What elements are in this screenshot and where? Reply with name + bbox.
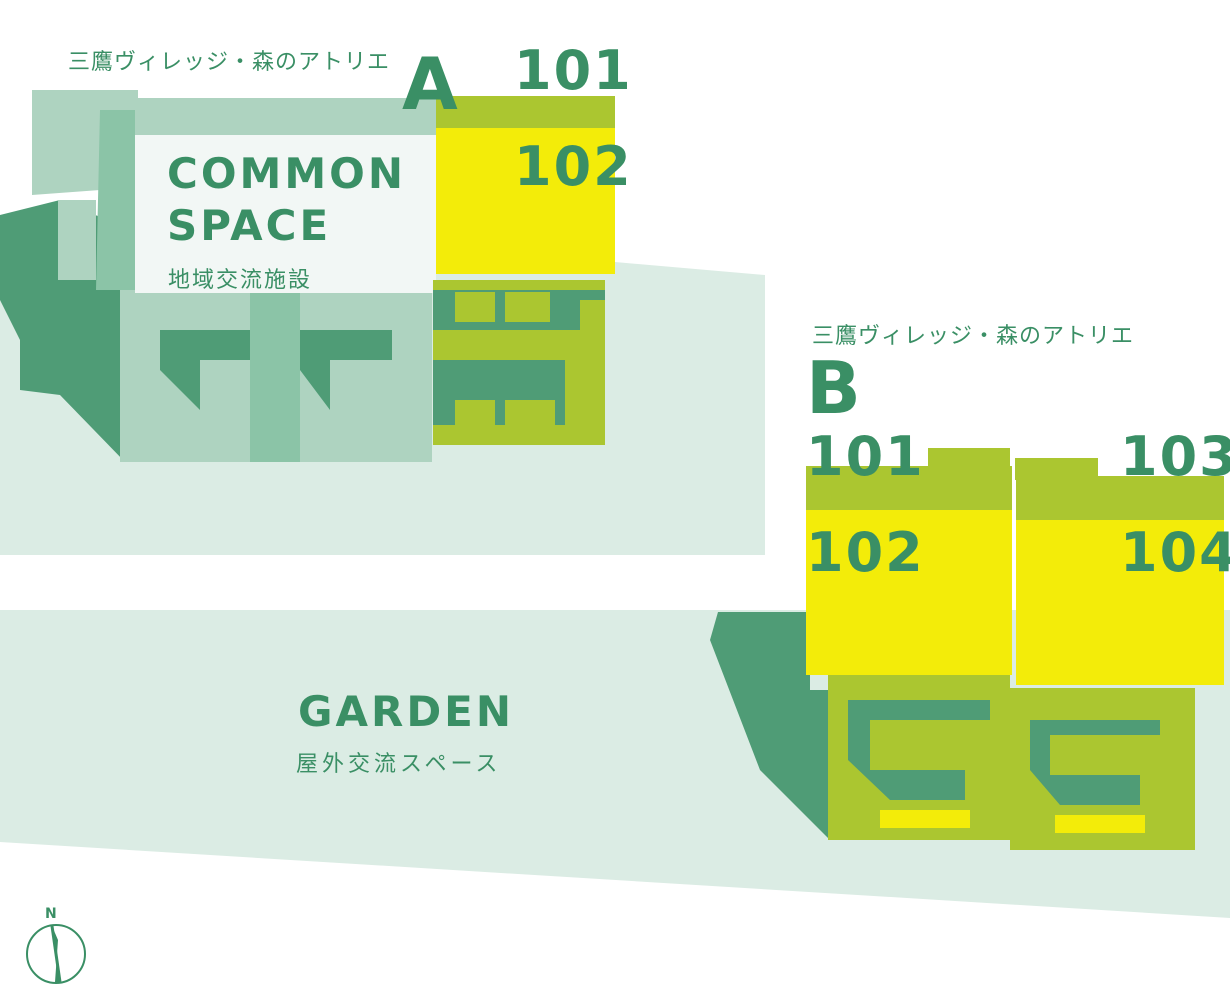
common-space-title-line2: SPACE <box>167 201 332 250</box>
compass-north-label: N <box>45 906 57 922</box>
common-space-frame <box>120 290 432 462</box>
building-b-shadow <box>710 612 830 840</box>
building-a-unit-102: 102 <box>514 135 633 198</box>
building-b-frames <box>828 672 1195 850</box>
building-b-name: 三鷹ヴィレッジ・森のアトリエ <box>812 324 1135 349</box>
building-b-unit-103: 103 <box>1120 425 1230 488</box>
building-b-unit-102: 102 <box>806 521 925 584</box>
building-a-units <box>433 96 615 445</box>
garden-title: GARDEN <box>298 687 515 736</box>
common-space-block <box>32 90 436 293</box>
building-b-unit-101: 101 <box>806 425 925 488</box>
common-space-title-line1: COMMON <box>167 149 406 198</box>
building-b-letter: B <box>806 346 861 430</box>
common-space-subtitle: 地域交流施設 <box>168 268 313 293</box>
building-b-units <box>806 448 1224 685</box>
garden-subtitle: 屋外交流スペース <box>296 752 502 777</box>
north-compass-icon <box>26 924 86 984</box>
building-a-name: 三鷹ヴィレッジ・森のアトリエ <box>68 50 391 75</box>
building-a-letter: A <box>402 42 458 126</box>
building-a-unit-101: 101 <box>514 39 633 102</box>
building-b-unit-104: 104 <box>1120 521 1230 584</box>
